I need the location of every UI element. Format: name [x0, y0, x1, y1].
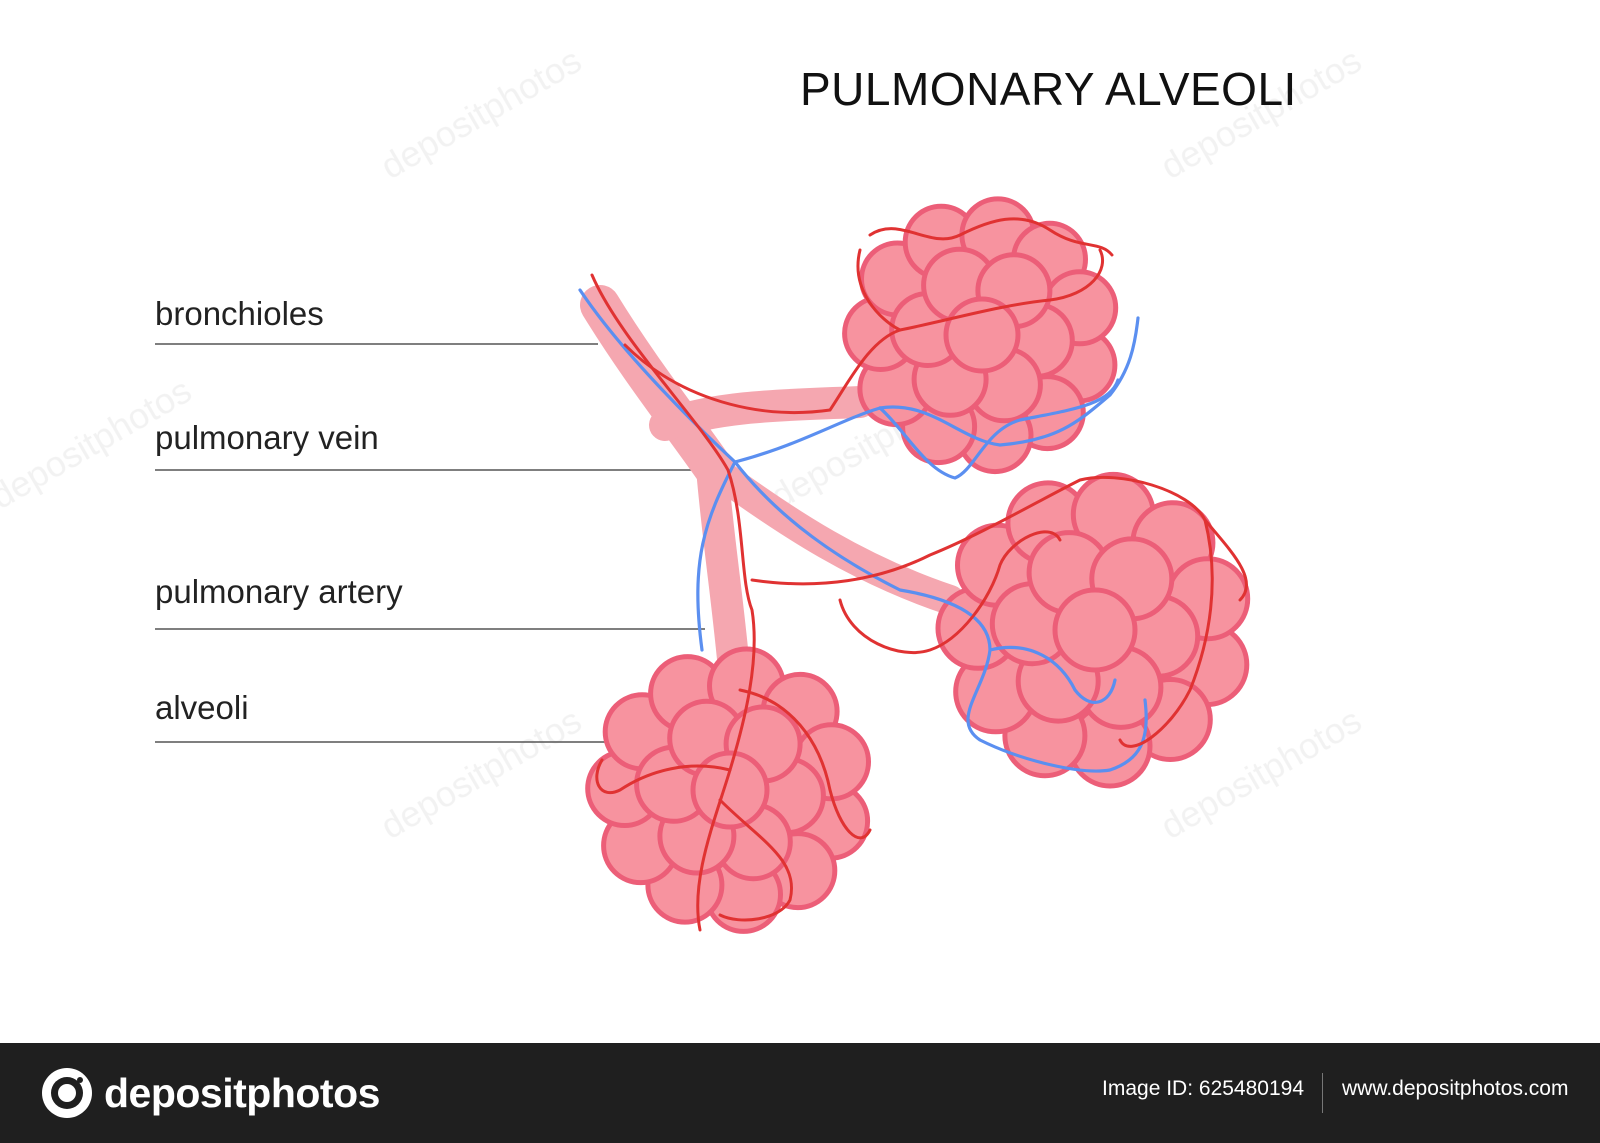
camera-logo-icon	[42, 1068, 92, 1118]
vein-right-branch	[733, 460, 1148, 773]
artery-right-loop-a	[838, 530, 1062, 655]
vein-right-loop	[988, 645, 1117, 704]
label-pulmonary-artery: pulmonary artery	[155, 573, 403, 610]
alveolar-cluster-bottom	[585, 646, 871, 934]
artery-main	[590, 273, 756, 932]
label-bronchioles: bronchioles	[155, 295, 324, 332]
alveolus-sac	[943, 296, 1021, 374]
artery-upper-loop-b	[856, 248, 902, 332]
bronchiole-branch-right	[697, 453, 965, 615]
leader-lines	[155, 343, 705, 743]
footer-image-id: Image ID: 625480194	[1102, 1077, 1304, 1100]
pulmonary-vein	[578, 288, 1148, 773]
bronchiole-trunk	[580, 285, 735, 490]
artery-bottom-loop-b	[738, 688, 872, 840]
footer-divider	[1322, 1073, 1323, 1113]
artery-upper-loop-a	[868, 217, 1114, 257]
alveoli-illustration: depositphotos depositphotos depositphoto…	[0, 39, 1368, 934]
page-title: PULMONARY ALVEOLI	[800, 63, 1297, 115]
alveolus-sac	[1052, 587, 1138, 673]
artery-upper-branch	[623, 248, 1104, 414]
pulmonary-artery	[590, 217, 1248, 932]
artery-bottom-loop-c	[718, 798, 793, 922]
label-pulmonary-vein: pulmonary vein	[155, 419, 379, 456]
vein-upper-branch	[733, 316, 1140, 464]
footer-brand[interactable]: depositphotos	[40, 1063, 380, 1123]
watermark-text: depositphotos	[374, 39, 589, 187]
artery-right-branch	[750, 475, 1248, 602]
artery-right-loop-b	[1118, 518, 1214, 748]
label-alveoli: alveoli	[155, 689, 249, 726]
footer-bar: depositphotos Image ID: 625480194 www.de…	[0, 1043, 1600, 1143]
alveolus-sac	[690, 750, 770, 830]
footer-brand-name: depositphotos	[104, 1069, 380, 1116]
vein-lower-branch	[696, 460, 737, 652]
watermark-text: depositphotos	[374, 699, 589, 847]
artery-bottom-loop-a	[595, 758, 732, 795]
vein-main	[578, 288, 737, 464]
vein-upper-loop	[878, 378, 1120, 480]
footer-site-link[interactable]: www.depositphotos.com	[1342, 1077, 1569, 1100]
alveolar-cluster-top	[842, 196, 1119, 475]
